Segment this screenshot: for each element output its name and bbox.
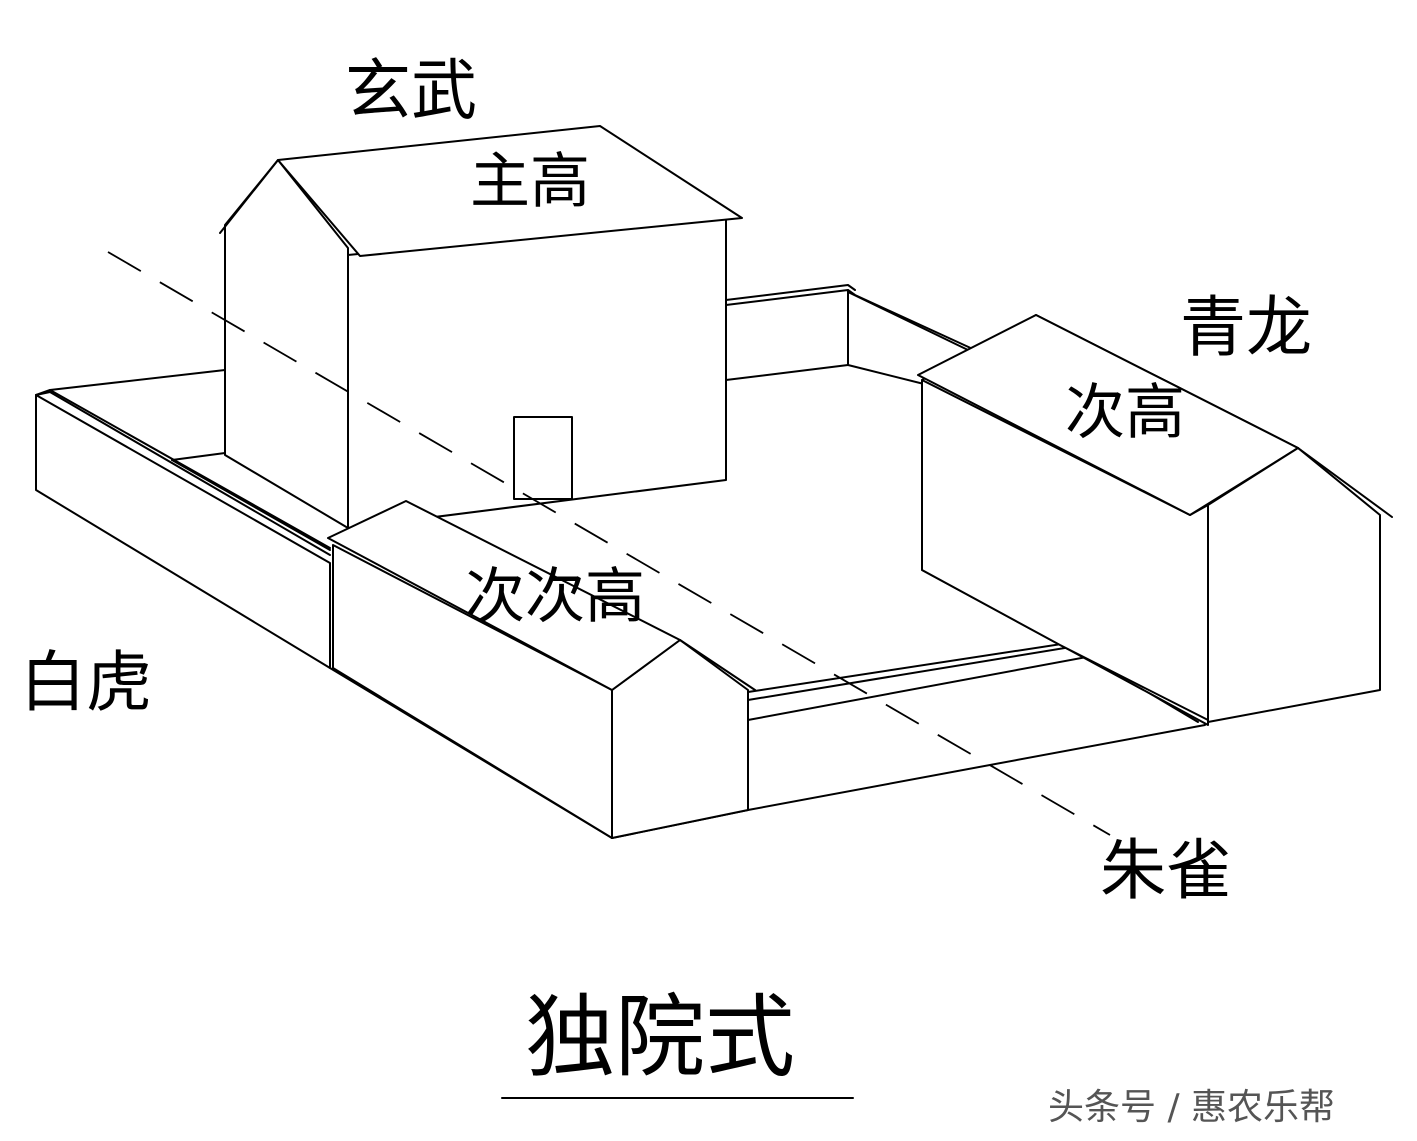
axis-line [107,251,1111,836]
label-main-house: 主高 [470,147,590,217]
watermark: 头条号 / 惠农乐帮 [1048,1087,1335,1128]
east-house [917,314,1393,726]
main-house [219,125,743,529]
front-house [327,500,756,839]
label-north: 玄武 [345,52,477,129]
label-south: 朱雀 [1100,832,1232,909]
diagram-title: 独院式 [525,985,795,1090]
label-west: 白虎 [20,644,152,721]
label-east-house: 次高 [1065,378,1185,448]
main-house-door [513,416,573,500]
label-front-house: 次次高 [465,562,645,632]
label-east: 青龙 [1180,289,1312,366]
west-wall [35,369,613,839]
